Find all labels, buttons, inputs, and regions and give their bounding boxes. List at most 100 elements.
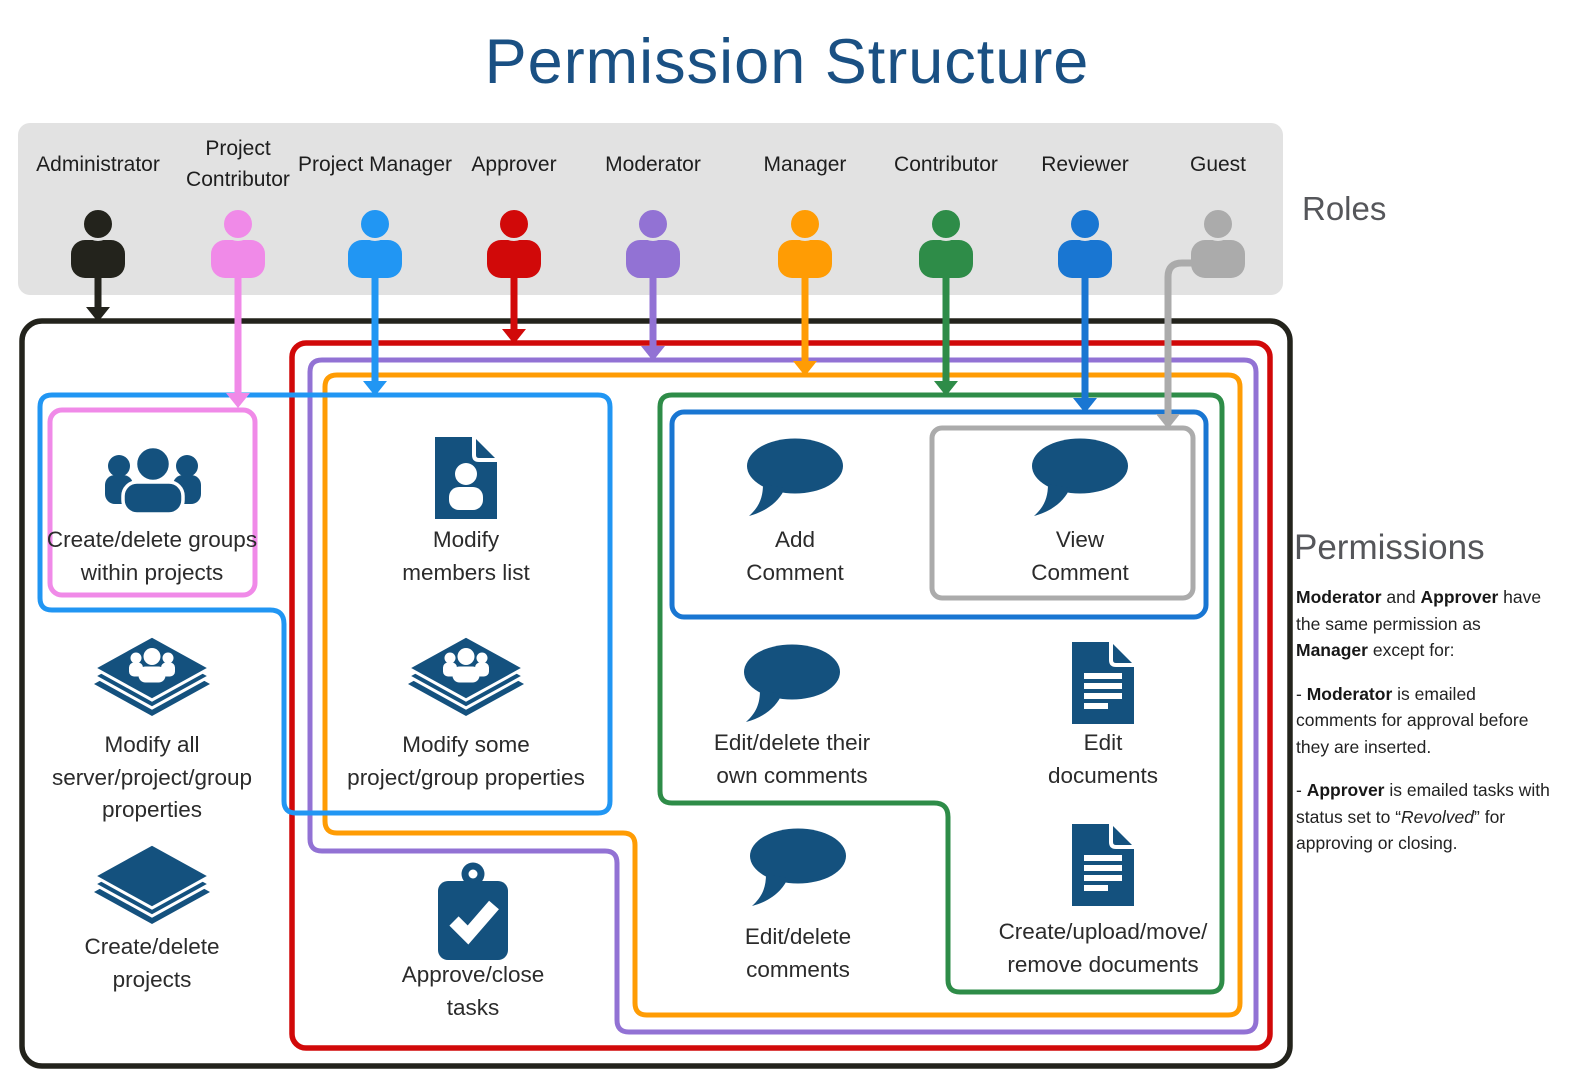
layers-people-icon: [406, 634, 526, 718]
administrator-person-icon: [71, 207, 125, 278]
label-line: project/group properties: [347, 764, 585, 790]
note-italic: Revolved: [1401, 806, 1475, 827]
speech-bubble-icon: [750, 828, 846, 906]
project-manager-person-icon: [348, 207, 402, 278]
label-line: Add: [774, 527, 816, 552]
label-line: Edit/delete: [744, 924, 852, 949]
speech-bubble-icon: [747, 438, 843, 516]
label-line: Create/delete: [84, 934, 220, 959]
approver-permission-box: [289, 340, 1273, 1051]
note-text: status set to “: [1296, 806, 1402, 827]
group-icon: [103, 444, 203, 516]
label-line: Modify some: [402, 732, 530, 757]
speech-bubble-icon: [1032, 438, 1128, 516]
layers-people-icon: [92, 634, 212, 718]
role-label-project-manager: Project Manager: [297, 152, 453, 176]
role-label-approver: Approver: [471, 152, 557, 176]
note-text: except for:: [1367, 640, 1455, 660]
permission-label-create-delete-groups: Create/delete groups within projects: [47, 524, 257, 589]
approver-person-icon: [487, 207, 541, 278]
manager-permission-box: [322, 372, 1243, 1018]
label-line: remove documents: [1007, 951, 1199, 977]
role-label-moderator: Moderator: [605, 152, 701, 176]
page-title: Permission Structure: [484, 27, 1090, 97]
speech-bubble-icon: [744, 644, 840, 722]
note-text: and: [1381, 587, 1421, 607]
manager-arrow: [793, 262, 817, 376]
project-manager-permission-box: [37, 392, 613, 816]
contributor-permission-box: [657, 392, 1225, 995]
reviewer-person-icon: [1058, 207, 1112, 278]
permissions-notes: Moderator and Approver have the same per…: [1296, 584, 1584, 874]
permission-label-create-upload-move-remove-documents: Create/upload/move/ remove documents: [999, 916, 1208, 981]
label-line: Create/delete groups: [46, 527, 258, 552]
label-line: Create/upload/move/: [998, 919, 1208, 944]
note-text: -: [1296, 683, 1307, 704]
note-bold: Approver: [1420, 587, 1499, 607]
moderator-permission-box: [307, 357, 1259, 1035]
note-text: approving or closing.: [1296, 833, 1458, 853]
note-text: -: [1296, 780, 1307, 800]
layers-icon: [92, 842, 212, 926]
label-line: View: [1055, 527, 1105, 552]
contributor-arrow: [934, 262, 958, 396]
document-person-icon: [433, 435, 499, 521]
project-contributor-person-icon: [211, 207, 265, 278]
label-line: own comments: [716, 762, 868, 788]
permission-label-create-delete-projects: Create/delete projects: [84, 931, 219, 996]
note-text: comments for approval before: [1296, 710, 1529, 730]
moderator-person-icon: [626, 207, 680, 278]
permission-label-approve-close-tasks: Approve/close tasks: [402, 959, 545, 1024]
note-paragraph: Moderator and Approver have the same per…: [1296, 584, 1584, 664]
label-line: documents: [1047, 762, 1159, 788]
note-text: they are inserted.: [1296, 736, 1432, 757]
permission-label-add-comment: Add Comment: [746, 524, 844, 589]
role-label-manager: Manager: [763, 152, 847, 176]
label-line: Comment: [746, 559, 844, 585]
roles-caption: Roles: [1302, 190, 1387, 227]
document-lines-icon: [1070, 822, 1136, 908]
project-contributor-permission-box: [47, 407, 258, 598]
guest-person-icon: [1191, 207, 1245, 278]
role-label-project-contributor: Project Contributor: [186, 137, 290, 191]
permission-label-modify-members-list: Modify members list: [402, 524, 530, 589]
approver-arrow: [502, 262, 526, 344]
label-line: tasks: [446, 994, 500, 1020]
role-label-reviewer: Reviewer: [1041, 152, 1129, 176]
guest-permission-box: [929, 425, 1196, 601]
manager-person-icon: [778, 207, 832, 278]
label-line: Comment: [1031, 559, 1129, 585]
project-manager-arrow: [363, 262, 387, 396]
note-bold: Approver: [1306, 780, 1385, 800]
note-bold: Moderator: [1306, 683, 1393, 704]
label-line: projects: [112, 966, 192, 992]
reviewer-arrow: [1073, 262, 1097, 413]
label-line: properties: [101, 797, 203, 822]
label-line: Edit/delete their: [713, 730, 871, 755]
note-text: ” for: [1474, 806, 1506, 827]
note-text: is emailed tasks with: [1384, 780, 1550, 800]
note-text: have: [1498, 587, 1542, 607]
clipboard-check-icon: [438, 862, 508, 960]
note-paragraph: - Approver is emailed tasks with status …: [1296, 777, 1584, 857]
permission-label-edit-delete-comments: Edit/delete comments: [745, 921, 851, 986]
label-line: comments: [746, 956, 850, 982]
moderator-arrow: [641, 262, 665, 361]
permission-label-edit-delete-own-comments: Edit/delete their own comments: [714, 727, 870, 792]
document-lines-icon: [1070, 640, 1136, 726]
permissions-caption: Permissions: [1294, 528, 1485, 567]
project-contributor-arrow: [226, 262, 250, 408]
label-line: Approve/close: [401, 962, 545, 987]
administrator-arrow: [86, 262, 110, 322]
note-text: is emailed: [1392, 683, 1476, 704]
label-line: within projects: [80, 559, 224, 585]
permission-label-view-comment: View Comment: [1031, 524, 1129, 589]
contributor-person-icon: [919, 207, 973, 278]
reviewer-permission-box: [669, 409, 1209, 620]
permission-label-modify-all-properties: Modify all server/project/group properti…: [52, 729, 252, 827]
role-label-contributor: Contributor: [894, 152, 998, 176]
guest-arrow: [1156, 259, 1196, 429]
label-line: members list: [402, 559, 530, 585]
